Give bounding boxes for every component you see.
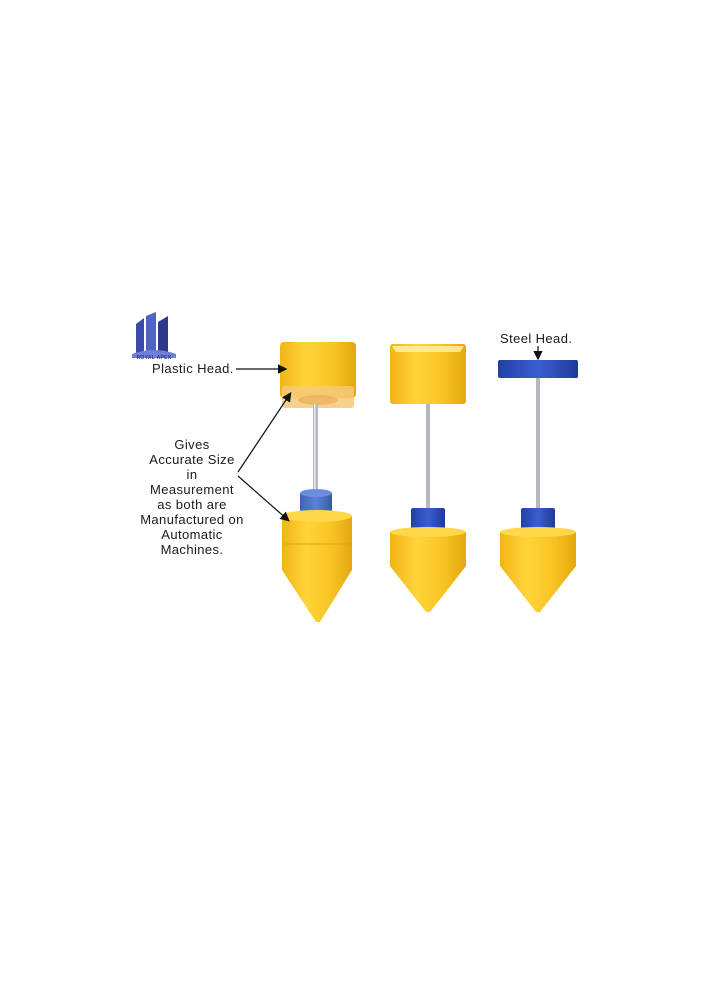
accuracy-note-line: as both are: [157, 497, 227, 512]
accuracy-note-line: Machines.: [160, 542, 224, 557]
accuracy-note-line: Automatic: [161, 527, 223, 542]
accuracy-note-line: Manufactured on: [140, 512, 244, 527]
steel-head-label: Steel Head.: [500, 331, 573, 346]
accuracy-note-line: in: [186, 467, 198, 482]
accuracy-note-line: Measurement: [150, 482, 234, 497]
steel-head-bar: [498, 360, 578, 378]
logo-brand-text: ROYAL APEX: [136, 355, 172, 361]
gives-arrow-up: [237, 392, 292, 473]
accuracy-note: Gives Accurate Size in Measurement as bo…: [132, 437, 252, 557]
plastic-head-label: Plastic Head.: [152, 361, 234, 376]
accuracy-note-line: Gives: [174, 437, 210, 452]
accuracy-note-line: Accurate Size: [149, 452, 235, 467]
plumb-bob-plastic-head-exploded: [280, 342, 356, 622]
plumb-bob-plastic-head: [390, 344, 466, 612]
cone-tip: [282, 570, 352, 622]
plumb-bob-steel-head: [498, 360, 578, 612]
annotation-arrows: [236, 346, 543, 522]
royal-apex-logo-icon: [132, 312, 176, 358]
gives-arrow-down: [237, 475, 290, 522]
plastic-head-block: [280, 342, 356, 398]
blue-collar: [300, 492, 332, 516]
